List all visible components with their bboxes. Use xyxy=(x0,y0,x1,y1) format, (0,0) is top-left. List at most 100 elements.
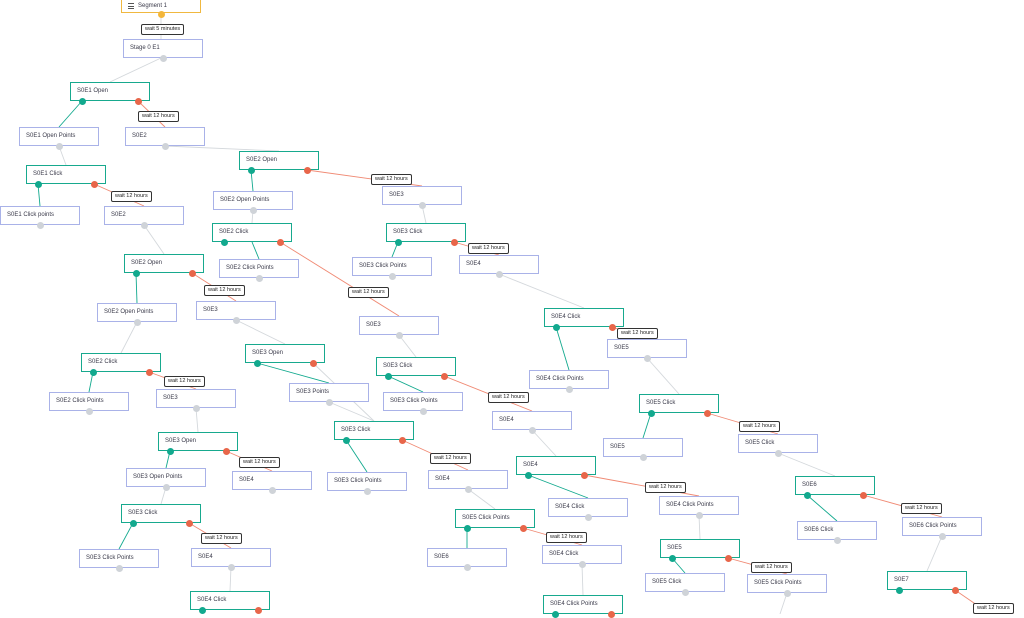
connector-port[interactable] xyxy=(363,487,371,495)
connector-port[interactable] xyxy=(565,385,573,393)
yes-port[interactable] xyxy=(89,368,97,376)
yes-port[interactable] xyxy=(394,238,402,246)
wait-label[interactable]: wait 12 hours xyxy=(164,376,205,387)
connector-port[interactable] xyxy=(938,532,946,540)
yes-port[interactable] xyxy=(551,610,559,618)
connector-port[interactable] xyxy=(463,563,471,571)
yes-port[interactable] xyxy=(166,447,174,455)
no-port[interactable] xyxy=(188,269,196,277)
connector-port[interactable] xyxy=(85,407,93,415)
connector-port[interactable] xyxy=(419,407,427,415)
no-port[interactable] xyxy=(859,491,867,499)
wait-label[interactable]: wait 12 hours xyxy=(468,243,509,254)
yes-port[interactable] xyxy=(198,606,206,614)
condition-node[interactable]: S0E5 Click xyxy=(639,394,719,413)
no-port[interactable] xyxy=(440,372,448,380)
no-port[interactable] xyxy=(703,409,711,417)
connector-port[interactable] xyxy=(495,270,503,278)
yes-port[interactable] xyxy=(253,359,261,367)
wait-label[interactable]: wait 12 hours xyxy=(371,174,412,185)
connector-port[interactable] xyxy=(55,142,63,150)
condition-node[interactable]: S0E5 xyxy=(660,539,740,558)
wait-label[interactable]: wait 12 hours xyxy=(617,328,658,339)
wait-label[interactable]: wait 12 hours xyxy=(201,533,242,544)
connector-port[interactable] xyxy=(162,483,170,491)
no-port[interactable] xyxy=(519,524,527,532)
no-port[interactable] xyxy=(398,436,406,444)
connector-port[interactable] xyxy=(133,318,141,326)
condition-node[interactable]: S0E3 Click xyxy=(386,223,466,242)
connector-port[interactable] xyxy=(418,201,426,209)
wait-label[interactable]: wait 12 hours xyxy=(973,603,1014,614)
condition-node[interactable]: S0E5 Click Points xyxy=(455,509,535,528)
condition-node[interactable]: S0E4 Click xyxy=(544,308,624,327)
yes-port[interactable] xyxy=(803,491,811,499)
connector-port[interactable] xyxy=(192,404,200,412)
condition-node[interactable]: S0E3 Open xyxy=(245,344,325,363)
condition-node[interactable]: S0E3 Open xyxy=(158,432,238,451)
no-port[interactable] xyxy=(951,586,959,594)
yes-port[interactable] xyxy=(78,97,86,105)
condition-node[interactable]: S0E2 Click xyxy=(81,353,161,372)
condition-node[interactable]: S0E3 Click xyxy=(121,504,201,523)
yes-port[interactable] xyxy=(895,586,903,594)
connector-port[interactable] xyxy=(395,331,403,339)
condition-node[interactable]: S0E2 Open xyxy=(239,151,319,170)
connector-port[interactable] xyxy=(159,54,167,62)
condition-node[interactable]: S0E2 Click xyxy=(212,223,292,242)
wait-label[interactable]: wait 12 hours xyxy=(751,562,792,573)
yes-port[interactable] xyxy=(220,238,228,246)
connector-port[interactable] xyxy=(695,511,703,519)
connector-port[interactable] xyxy=(255,274,263,282)
wait-label[interactable]: wait 12 hours xyxy=(239,457,280,468)
connector-port[interactable] xyxy=(584,513,592,521)
no-port[interactable] xyxy=(90,180,98,188)
yes-port[interactable] xyxy=(552,323,560,331)
yes-port[interactable] xyxy=(647,409,655,417)
no-port[interactable] xyxy=(724,554,732,562)
wait-label[interactable]: wait 5 minutes xyxy=(141,24,185,35)
no-port[interactable] xyxy=(254,606,262,614)
yes-port[interactable] xyxy=(342,436,350,444)
no-port[interactable] xyxy=(608,323,616,331)
connector-port[interactable] xyxy=(388,272,396,280)
connector-port[interactable] xyxy=(325,398,333,406)
connector-port[interactable] xyxy=(833,536,841,544)
condition-node[interactable]: S0E1 Open xyxy=(70,82,150,101)
wait-label[interactable]: wait 12 hours xyxy=(111,191,152,202)
condition-node[interactable]: S0E4 Click xyxy=(190,591,270,610)
no-port[interactable] xyxy=(185,519,193,527)
yes-port[interactable] xyxy=(524,471,532,479)
connector-port[interactable] xyxy=(681,588,689,596)
condition-node[interactable]: S0E7 xyxy=(887,571,967,590)
wait-label[interactable]: wait 12 hours xyxy=(645,482,686,493)
no-port[interactable] xyxy=(607,610,615,618)
connector-port[interactable] xyxy=(140,221,148,229)
yes-port[interactable] xyxy=(463,524,471,532)
condition-node[interactable]: S0E4 xyxy=(516,456,596,475)
wait-label[interactable]: wait 12 hours xyxy=(204,285,245,296)
connector-port[interactable] xyxy=(227,563,235,571)
connector-port[interactable] xyxy=(774,449,782,457)
yes-port[interactable] xyxy=(129,519,137,527)
wait-label[interactable]: wait 12 hours xyxy=(739,421,780,432)
no-port[interactable] xyxy=(134,97,142,105)
no-port[interactable] xyxy=(580,471,588,479)
connector-port[interactable] xyxy=(783,589,791,597)
condition-node[interactable]: S0E3 Click xyxy=(376,357,456,376)
connector-port[interactable] xyxy=(36,221,44,229)
wait-label[interactable]: wait 12 hours xyxy=(488,392,529,403)
wait-label[interactable]: wait 12 hours xyxy=(138,111,179,122)
no-port[interactable] xyxy=(222,447,230,455)
connector-port[interactable] xyxy=(232,316,240,324)
connector-port[interactable] xyxy=(639,453,647,461)
condition-node[interactable]: S0E3 Click xyxy=(334,421,414,440)
condition-node[interactable]: S0E6 xyxy=(795,476,875,495)
no-port[interactable] xyxy=(303,166,311,174)
connector-port[interactable] xyxy=(157,10,165,18)
wait-label[interactable]: wait 12 hours xyxy=(901,503,942,514)
no-port[interactable] xyxy=(450,238,458,246)
connector-port[interactable] xyxy=(528,426,536,434)
connector-port[interactable] xyxy=(161,142,169,150)
